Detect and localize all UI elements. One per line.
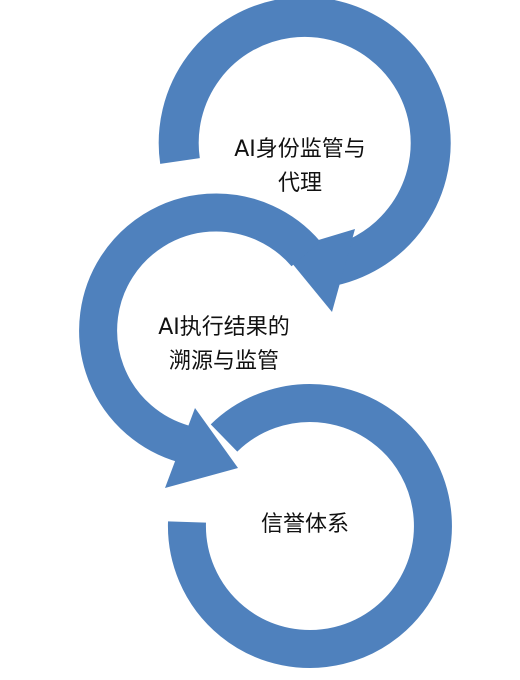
ring-3-label-line-1: 信誉体系 [260, 512, 349, 537]
ring-1-label-line-1: AI身份监管与 [234, 137, 366, 162]
ring-2-label-line-2: 溯源与监管 [168, 349, 279, 374]
ring-3-label: 信誉体系 [230, 508, 380, 542]
ring-1-label: AI身份监管与 代理 [205, 133, 395, 201]
ring-2-label: AI执行结果的 溯源与监管 [124, 311, 324, 379]
ring-3-arc [167, 384, 452, 668]
ring-1-label-line-2: 代理 [277, 171, 322, 196]
ring-2-arrowhead [165, 408, 238, 488]
ring-1-arc [158, 0, 451, 288]
ring-2-label-line-1: AI执行结果的 [158, 315, 290, 340]
ring-2-arc [79, 193, 321, 463]
